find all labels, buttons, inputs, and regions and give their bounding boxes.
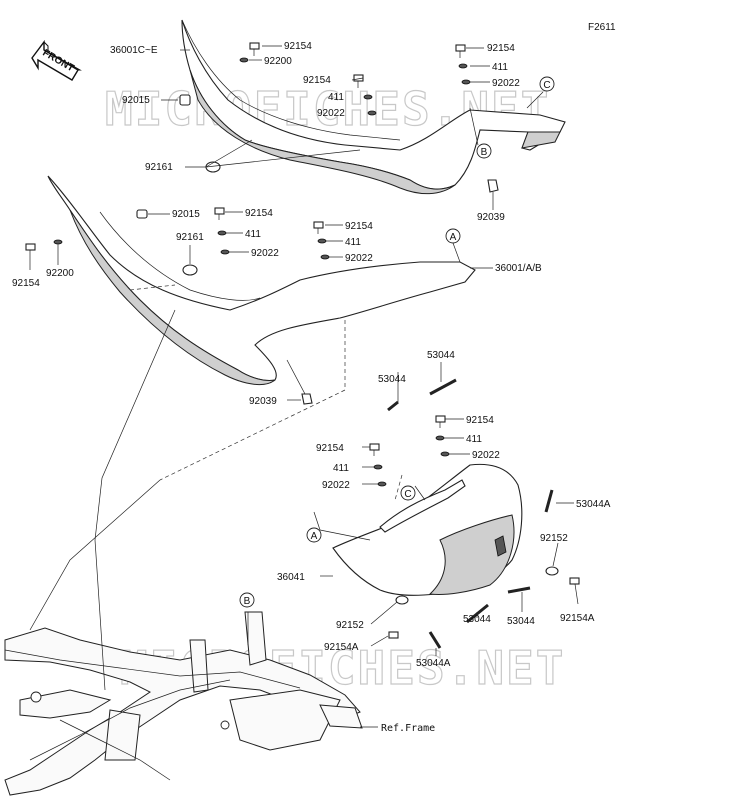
label-92022: 92022 — [345, 253, 373, 264]
front-arrow-icon: FRONT — [31, 39, 82, 81]
label-92015: 92015 — [172, 209, 200, 220]
diagram-code: F2611 — [588, 22, 616, 33]
svg-text:A: A — [311, 531, 318, 542]
label-ref-frame: Ref.Frame — [381, 723, 435, 734]
label-92200: 92200 — [46, 268, 74, 279]
label-36001c-e: 36001C~E — [110, 45, 158, 56]
label-411: 411 — [333, 463, 349, 474]
label-92154: 92154 — [316, 443, 344, 454]
label-92200: 92200 — [264, 56, 292, 67]
label-92154: 92154 — [284, 41, 312, 52]
label-411: 411 — [328, 92, 344, 103]
callout-c-top: C — [539, 76, 555, 92]
label-92039: 92039 — [249, 396, 277, 407]
label-92022: 92022 — [472, 450, 500, 461]
frame — [4, 611, 363, 796]
label-92154: 92154 — [466, 415, 494, 426]
label-92022: 92022 — [251, 248, 279, 259]
label-92161: 92161 — [176, 232, 204, 243]
callout-b-top: B — [476, 143, 492, 159]
label-53044a: 53044A — [576, 499, 611, 510]
callout-a-middle: A — [445, 228, 461, 244]
label-92154: 92154 — [245, 208, 273, 219]
label-92015: 92015 — [122, 95, 150, 106]
front-lower-cover — [332, 463, 523, 596]
label-53044a: 53044A — [416, 658, 451, 669]
label-92154: 92154 — [303, 75, 331, 86]
label-92039: 92039 — [477, 212, 505, 223]
label-53044: 53044 — [463, 614, 491, 625]
upper-side-cover — [181, 19, 566, 195]
fasteners-middle — [25, 207, 330, 405]
label-53044: 53044 — [378, 374, 406, 385]
callout-a-lower: A — [306, 527, 322, 543]
label-411: 411 — [466, 434, 482, 445]
fasteners-upper — [179, 42, 499, 193]
svg-text:B: B — [244, 596, 251, 607]
label-411: 411 — [345, 237, 361, 248]
label-92152: 92152 — [336, 620, 364, 631]
label-53044: 53044 — [427, 350, 455, 361]
label-92022: 92022 — [322, 480, 350, 491]
label-53044: 53044 — [507, 616, 535, 627]
callout-c-lower: C — [400, 485, 416, 501]
label-411: 411 — [492, 62, 508, 73]
leader-lines — [29, 45, 579, 728]
label-92022: 92022 — [492, 78, 520, 89]
label-92154a: 92154A — [324, 642, 359, 653]
part-labels: 36001C~E 92154 92200 92015 92154 411 920… — [12, 41, 611, 734]
label-92161: 92161 — [145, 162, 173, 173]
svg-text:C: C — [543, 80, 550, 91]
callout-b-frame: B — [239, 592, 255, 608]
label-92022: 92022 — [317, 108, 345, 119]
label-92154: 92154 — [12, 278, 40, 289]
middle-side-cover — [47, 175, 476, 386]
svg-text:C: C — [404, 489, 411, 500]
label-36001-a-b: 36001/A/B — [495, 263, 542, 274]
label-92152: 92152 — [540, 533, 568, 544]
label-411: 411 — [245, 229, 261, 240]
fasteners-lower — [369, 378, 580, 649]
label-92154: 92154 — [345, 221, 373, 232]
svg-text:B: B — [481, 147, 488, 158]
svg-text:A: A — [450, 232, 457, 243]
label-92154: 92154 — [487, 43, 515, 54]
label-36041: 36041 — [277, 572, 305, 583]
label-92154a: 92154A — [560, 613, 595, 624]
